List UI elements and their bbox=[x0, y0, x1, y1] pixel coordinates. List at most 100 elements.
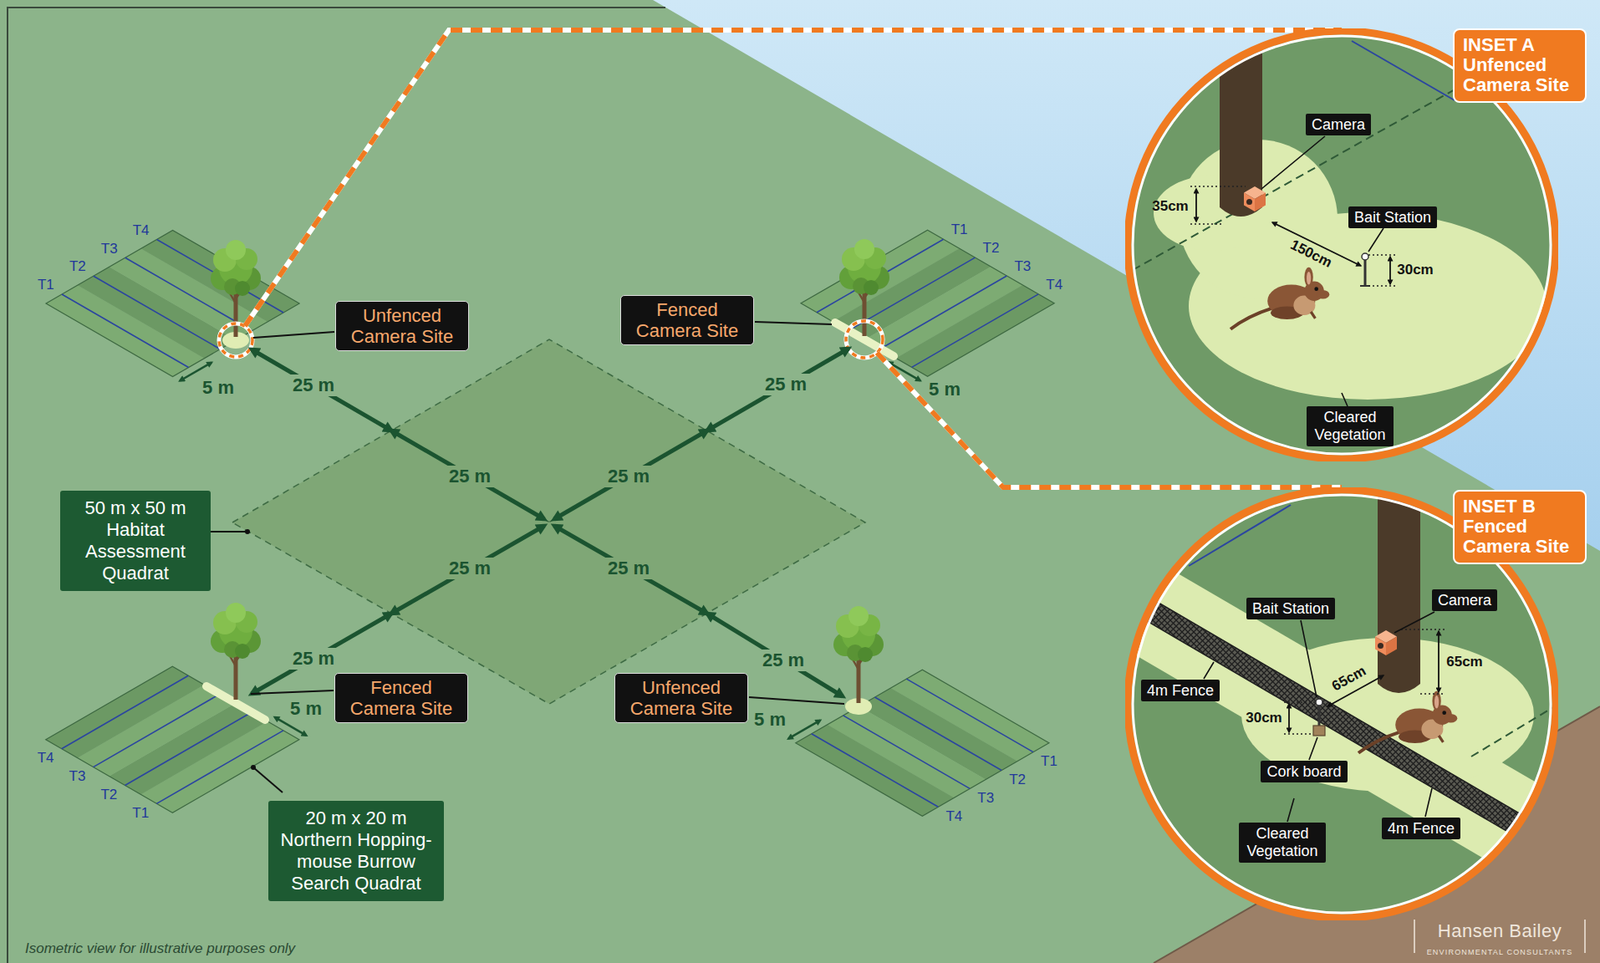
dimension-label: 25 m bbox=[289, 647, 338, 669]
distance-arrow bbox=[554, 525, 708, 614]
note: Isometric view for illustrative purposes… bbox=[25, 940, 296, 958]
highlight-ring bbox=[845, 321, 883, 358]
transect-label: T4 bbox=[37, 749, 55, 767]
width-arrow bbox=[275, 717, 307, 736]
leader-dot bbox=[244, 529, 250, 535]
quadrat-callout: 20 m x 20 m Northern Hopping-mouse Burro… bbox=[268, 800, 444, 902]
dimension-label: 5 m bbox=[198, 377, 238, 398]
leader-line bbox=[1261, 136, 1384, 407]
site-callout: Fenced Camera Site bbox=[334, 672, 469, 724]
tree-trunk bbox=[1377, 484, 1421, 693]
highlight-ring bbox=[219, 323, 253, 357]
transect-label: T1 bbox=[951, 221, 969, 239]
leader-line bbox=[253, 767, 283, 793]
hopping-mouse bbox=[1358, 691, 1458, 754]
transect-label: T4 bbox=[1045, 276, 1063, 294]
highlight-ring bbox=[845, 321, 883, 358]
leader-line bbox=[754, 321, 832, 325]
dimension-label: 5 m bbox=[925, 378, 964, 400]
distance-arrows bbox=[251, 348, 849, 697]
leader-line bbox=[749, 697, 845, 704]
inset-heading: INSET B Fenced Camera Site bbox=[1452, 489, 1587, 565]
leader-line bbox=[253, 331, 335, 338]
site-callout: Unfenced Camera Site bbox=[614, 672, 749, 724]
callout-text: Unfenced Camera Site bbox=[620, 677, 743, 720]
part-callout: 4m Fence bbox=[1381, 817, 1461, 841]
callout-text: Fenced Camera Site bbox=[626, 299, 749, 342]
callout-text: Cleared Vegetation bbox=[1244, 825, 1320, 860]
part-callout: Cleared Vegetation bbox=[1238, 822, 1326, 862]
inset-circle: INSET A Unfenced Camera SiteCameraBait S… bbox=[1125, 28, 1559, 462]
camera bbox=[1243, 186, 1266, 212]
callout-text: 4m Fence bbox=[1387, 820, 1455, 838]
highlight-ring bbox=[219, 323, 253, 357]
measurement-label: 35cm bbox=[1151, 198, 1188, 215]
quadrat-divider bbox=[391, 430, 708, 614]
transect-label: T2 bbox=[983, 239, 1000, 257]
transect-label: T3 bbox=[977, 789, 994, 807]
dimension-label: 5 m bbox=[286, 698, 326, 719]
callout-text: Camera bbox=[1311, 116, 1366, 134]
transect-label: T4 bbox=[132, 222, 150, 240]
width-arrows bbox=[179, 361, 921, 739]
logo-text: ENVIRONMENTAL CONSULTANTS bbox=[1426, 947, 1574, 957]
measurement-label: 30cm bbox=[1396, 261, 1433, 279]
measurement-label: 150cm bbox=[1287, 236, 1335, 271]
tree bbox=[833, 606, 884, 704]
callout-text: Bait Station bbox=[1354, 208, 1432, 227]
leader-lines bbox=[210, 321, 845, 793]
dimension-label: 25 m bbox=[445, 465, 495, 487]
transect-label: T3 bbox=[1014, 258, 1031, 276]
leader-line bbox=[250, 690, 334, 694]
dimension-label: 25 m bbox=[761, 373, 811, 395]
dimension-label: 25 m bbox=[759, 649, 808, 671]
site-callout: Unfenced Camera Site bbox=[335, 300, 469, 352]
camera bbox=[1375, 630, 1397, 656]
transect-label: T3 bbox=[69, 768, 87, 785]
logo-text: Hansen Bailey bbox=[1437, 920, 1562, 942]
dimension-line bbox=[1195, 188, 1198, 222]
transect-label: T3 bbox=[101, 240, 118, 258]
part-callout: Cleared Vegetation bbox=[1306, 406, 1394, 446]
part-callout: 4m Fence bbox=[1141, 679, 1220, 703]
dimension-label: 5 m bbox=[750, 708, 790, 730]
bait-post bbox=[1364, 259, 1367, 286]
part-callout: Camera bbox=[1305, 113, 1371, 137]
sky bbox=[652, 0, 1600, 551]
inset-b-art bbox=[1021, 484, 1600, 926]
measurement-label: 65cm bbox=[1446, 653, 1483, 671]
distance-arrow bbox=[391, 430, 545, 520]
transect-label: T2 bbox=[1008, 771, 1026, 789]
callout-text: Unfenced Camera Site bbox=[341, 305, 464, 348]
dimension-label: 25 m bbox=[604, 465, 653, 487]
callout-text: Cork board bbox=[1266, 763, 1341, 781]
callout-text: 20 m x 20 m Northern Hopping-mouse Burro… bbox=[275, 807, 438, 895]
leader-dot bbox=[250, 764, 256, 770]
dimension-line bbox=[1288, 703, 1290, 733]
callout-text: Bait Station bbox=[1252, 600, 1330, 618]
leader-line bbox=[1203, 611, 1435, 822]
leader-line bbox=[210, 530, 248, 533]
callout-text: 4m Fence bbox=[1146, 682, 1214, 700]
part-callout: Bait Station bbox=[1348, 206, 1437, 230]
bait-cap bbox=[1361, 253, 1369, 260]
dimension-label: 25 m bbox=[445, 557, 495, 579]
tree bbox=[210, 602, 261, 700]
callout-text: 50 m x 50 m Habitat Assessment Quadrat bbox=[66, 497, 204, 585]
transect-label: T1 bbox=[1040, 753, 1058, 770]
bait-cap bbox=[1315, 698, 1323, 706]
site-callout: Fenced Camera Site bbox=[620, 295, 755, 347]
part-callout: Bait Station bbox=[1246, 597, 1336, 621]
transect-label: T4 bbox=[945, 808, 963, 826]
measurement-label: 65cm bbox=[1329, 662, 1370, 695]
transect-label: T2 bbox=[69, 258, 87, 276]
transect-label: T2 bbox=[100, 786, 118, 804]
callout-text: Camera bbox=[1437, 591, 1492, 610]
dimension-line bbox=[1389, 256, 1392, 285]
transect-label: T1 bbox=[37, 276, 55, 294]
callout-text: Fenced Camera Site bbox=[340, 677, 463, 720]
dimension-guide bbox=[1284, 629, 1445, 734]
distance-arrow bbox=[391, 525, 545, 614]
transect-label: T1 bbox=[132, 805, 149, 822]
